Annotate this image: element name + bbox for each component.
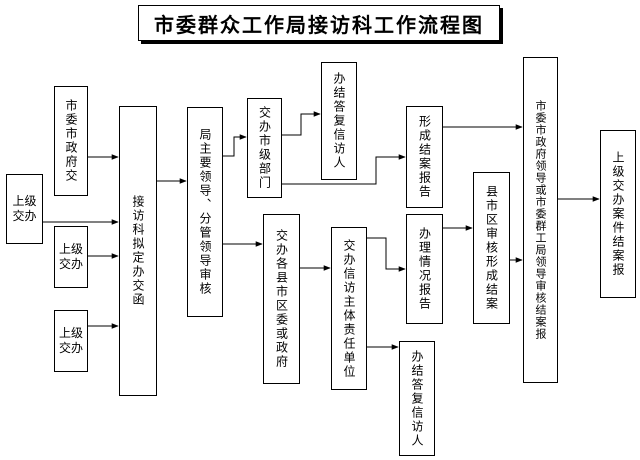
node-process-report: 办理情况报告 bbox=[406, 214, 443, 324]
diagram-title: 市委群众工作局接访科工作流程图 bbox=[154, 12, 484, 37]
node-upper-low-label: 上级交办 bbox=[58, 326, 83, 355]
node-upper-left-label: 上级交办 bbox=[12, 194, 37, 223]
node-final-review-label: 市委市政府领导或市委群工局领导审核结案报 bbox=[534, 100, 547, 340]
arrow-city-dept-to-form-report bbox=[282, 154, 406, 185]
node-leader-label: 局主要领导、分管领导审核 bbox=[198, 128, 212, 296]
node-upper-report: 上级交办案件结案报 bbox=[600, 130, 636, 298]
node-upper-low: 上级交办 bbox=[54, 310, 88, 372]
node-upper-left: 上级交办 bbox=[6, 174, 43, 244]
node-reply-bottom-label: 办结答复信访人 bbox=[410, 349, 424, 448]
node-leader: 局主要领导、分管领导审核 bbox=[187, 107, 223, 317]
title-box: 市委群众工作局接访科工作流程图 bbox=[138, 5, 500, 41]
node-county: 交办各县市区委或政府 bbox=[263, 214, 300, 384]
node-county-label: 交办各县市区委或政府 bbox=[274, 229, 289, 369]
arrow-resp-unit-to-process-report bbox=[367, 237, 406, 272]
node-resp-unit-label: 交办信访主体责任单位 bbox=[342, 238, 356, 379]
node-final-review: 市委市政府领导或市委群工局领导审核结案报 bbox=[523, 57, 558, 383]
arrow-leader-to-city-dept bbox=[223, 134, 247, 157]
node-upper-mid-label: 上级交办 bbox=[58, 242, 83, 271]
node-reply-top: 办结答复信访人 bbox=[321, 62, 357, 180]
node-city-dept-label: 交办市级部门 bbox=[257, 106, 272, 190]
node-form-report-label: 形成结案报告 bbox=[417, 115, 432, 199]
node-county-review-label: 县市区审核形成结案 bbox=[484, 185, 499, 311]
node-county-review: 县市区审核形成结案 bbox=[473, 172, 510, 324]
node-reply-top-label: 办结答复信访人 bbox=[332, 72, 346, 170]
node-draft-label: 接访科拟定办交函 bbox=[131, 195, 145, 307]
node-reply-bottom: 办结答复信访人 bbox=[399, 341, 435, 456]
node-city-govt-label: 市委市政府交 bbox=[64, 99, 78, 183]
node-upper-report-label: 上级交办案件结案报 bbox=[611, 151, 625, 277]
node-process-report-label: 办理情况报告 bbox=[417, 227, 432, 311]
node-city-dept: 交办市级部门 bbox=[247, 98, 282, 198]
node-city-govt: 市委市政府交 bbox=[54, 86, 88, 196]
node-resp-unit: 交办信访主体责任单位 bbox=[331, 227, 367, 390]
arrow-city-dept-to-reply-top bbox=[282, 111, 321, 136]
node-form-report: 形成结案报告 bbox=[406, 106, 443, 208]
node-upper-mid: 上级交办 bbox=[54, 226, 88, 288]
node-draft: 接访科拟定办交函 bbox=[119, 106, 157, 396]
